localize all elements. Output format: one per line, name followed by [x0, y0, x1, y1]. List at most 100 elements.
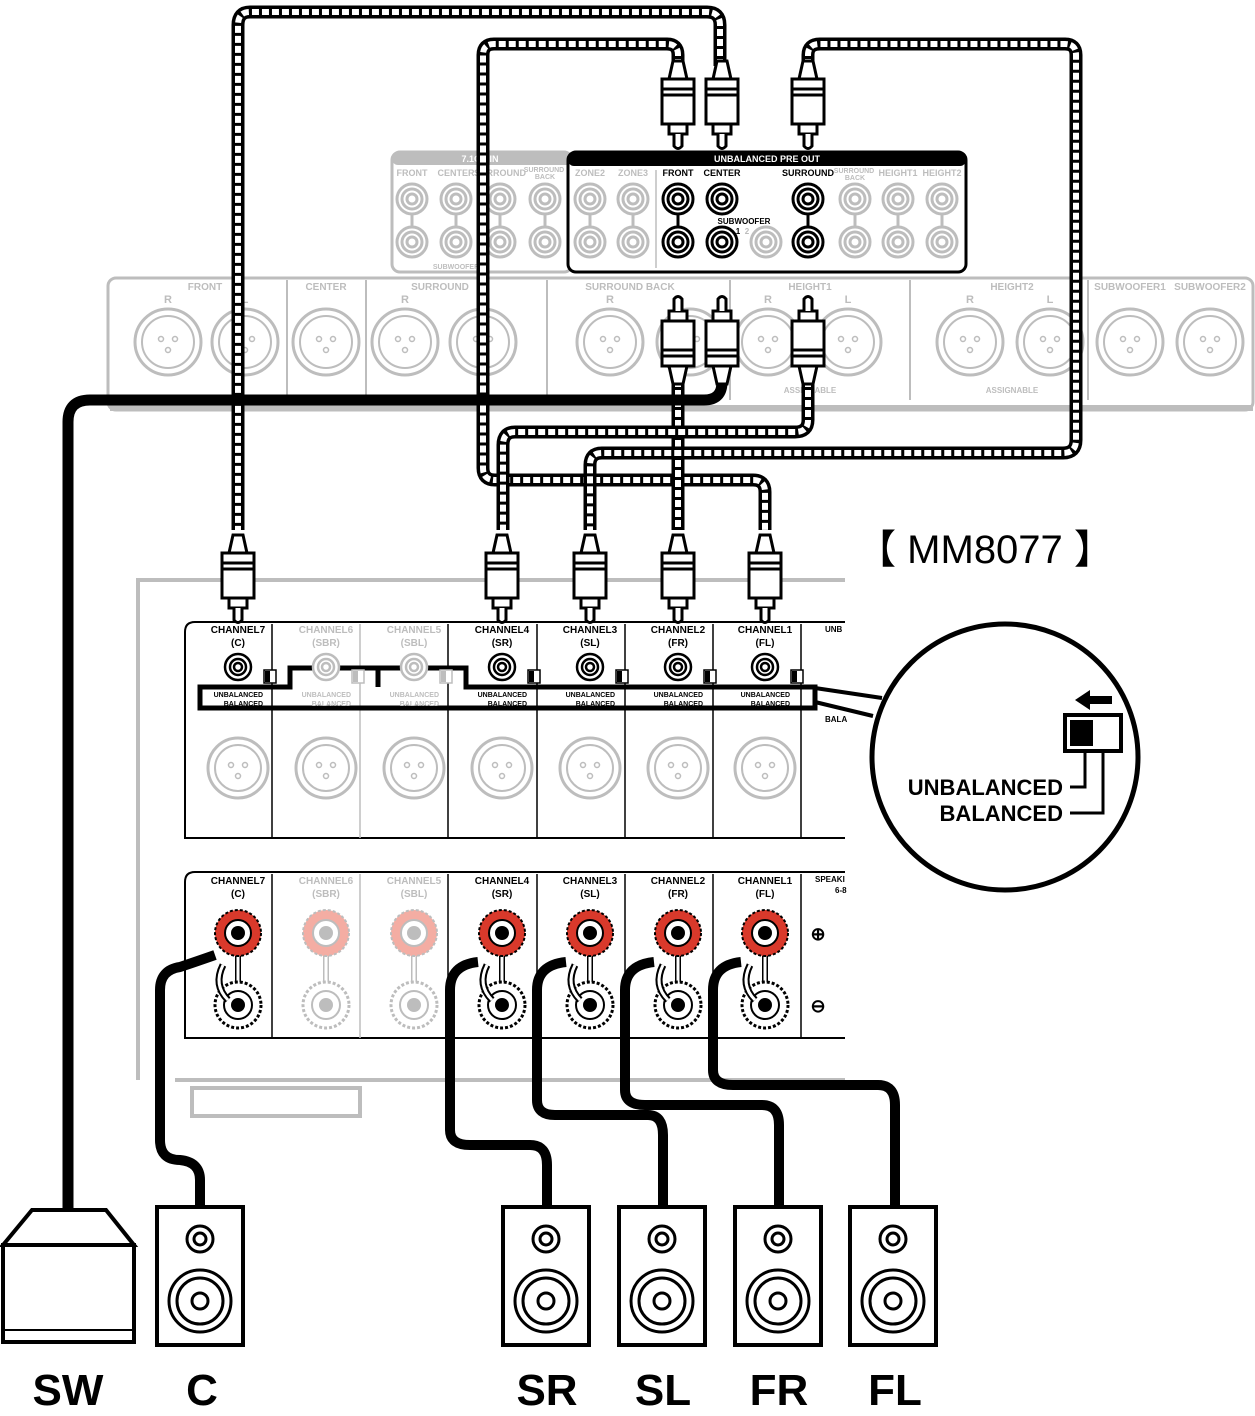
plug-boot [491, 533, 513, 555]
xlr-column-label: SUBWOOFER1 [1094, 282, 1166, 293]
balanced-label: BALANCED [576, 701, 615, 708]
rca-jack [483, 225, 517, 259]
xlr-pin [757, 335, 765, 343]
xlr-pin [241, 761, 249, 769]
xlr-jack [294, 736, 358, 800]
rca-jack [925, 182, 959, 216]
speaker-cabinet [733, 1205, 823, 1347]
xlr-inner [654, 744, 702, 792]
xlr-inner [218, 315, 272, 369]
xlr-jack [733, 307, 803, 377]
xlr-pin [667, 761, 675, 769]
rca-jack [439, 182, 473, 216]
xlr-pin [606, 346, 614, 354]
unbalanced-balanced-switch[interactable] [790, 669, 804, 684]
xlr-pin [593, 761, 601, 769]
channel-sub-label: (SBR) [312, 638, 340, 649]
rca-jack [881, 182, 915, 216]
xlr-column-label: HEIGHT2 [990, 282, 1034, 293]
xlr-pin [851, 335, 859, 343]
woofer [745, 1268, 811, 1334]
channel-label: CHANNEL3 [563, 876, 618, 887]
r-label: R [164, 294, 172, 306]
plug-tip [579, 596, 601, 610]
xlr-inner [1183, 315, 1237, 369]
balanced-label: BALANCED [400, 701, 439, 708]
surround-right-cable-stripe [500, 380, 811, 530]
rca-input-jack [672, 661, 684, 673]
xlr-pin [966, 346, 974, 354]
side-label-bala: BALA [825, 715, 847, 724]
balanced-label: BALANCED [488, 701, 527, 708]
rca-jack [749, 225, 783, 259]
callout-balanced-label: BALANCED [940, 801, 1063, 826]
r-label: R [606, 294, 614, 306]
xlr-column-label: SUBWOOFER2 [1174, 282, 1246, 293]
r-label: R [401, 294, 409, 306]
xlr-pin [837, 335, 845, 343]
rca-plug [790, 59, 826, 150]
xlr-pin [771, 335, 779, 343]
terminal-hole [231, 998, 245, 1012]
rca-input-jack [320, 661, 332, 673]
terminal-hole [495, 998, 509, 1012]
xlr-column-label: CENTER [305, 282, 347, 293]
terminal-hole [231, 926, 245, 940]
receiver-foot [190, 1086, 362, 1118]
woofer [860, 1268, 926, 1334]
channel-label: CHANNEL1 [738, 876, 793, 887]
xlr-column-label: SURROUND [411, 282, 469, 293]
speaker-label-c: C [186, 1366, 218, 1415]
xlr-inner [302, 744, 350, 792]
unbalanced-balanced-switch[interactable] [263, 669, 277, 684]
terminal-hole [319, 926, 333, 940]
unbalanced-balanced-switch[interactable] [527, 669, 541, 684]
channel-label: CHANNEL7 [211, 876, 266, 887]
plug-tip [797, 122, 819, 136]
jack-ring [583, 192, 597, 206]
xlr-inner [583, 315, 637, 369]
speaker-body [733, 1205, 823, 1347]
switch-knob [265, 671, 270, 682]
label-line: SURROUND [834, 168, 876, 175]
xlr-pin [681, 761, 689, 769]
xlr-inner [821, 315, 875, 369]
rca-input-jack [759, 661, 771, 673]
woofer [652, 1291, 672, 1311]
r-label: R [966, 294, 974, 306]
rca-jack [705, 182, 739, 216]
plug-tip [711, 309, 733, 323]
label-line: BACK [845, 175, 865, 182]
xlr-pin [408, 335, 416, 343]
unbalanced-balanced-switch[interactable] [351, 669, 365, 684]
preout-panel-title: UNBALANCED PRE OUT [714, 154, 821, 164]
xlr-inner [141, 315, 195, 369]
channel-sub-label: (FR) [668, 638, 688, 649]
terminal-hole [671, 998, 685, 1012]
xlr-pin [613, 335, 621, 343]
channel-sub-label: (FL) [756, 889, 775, 900]
rca-plug [747, 533, 783, 624]
channel-sub-label: (SR) [492, 638, 513, 649]
xlr-jack [370, 307, 440, 377]
unbalanced-label: UNBALANCED [654, 692, 703, 699]
speaker-body [501, 1205, 591, 1347]
terminal-hole [671, 926, 685, 940]
channel-sub-label: (SBL) [401, 889, 428, 900]
xlr-inner [566, 744, 614, 792]
plug-boot [227, 533, 249, 555]
xlr-pin [322, 346, 330, 354]
plug-tip [667, 596, 689, 610]
unbalanced-balanced-switch[interactable] [703, 669, 717, 684]
xlr-inner [378, 315, 432, 369]
speaker-label: SPEAKI [815, 875, 845, 884]
speaker-cabinet [617, 1205, 707, 1347]
plug-pin [759, 608, 771, 624]
rca-jack [661, 225, 695, 259]
unbalanced-balanced-switch[interactable] [615, 669, 629, 684]
plug-tip [491, 596, 513, 610]
tweeter-center [885, 1231, 901, 1247]
speaker-body [848, 1205, 938, 1347]
unbalanced-label: UNBALANCED [214, 692, 263, 699]
unbalanced-balanced-switch[interactable] [439, 669, 453, 684]
